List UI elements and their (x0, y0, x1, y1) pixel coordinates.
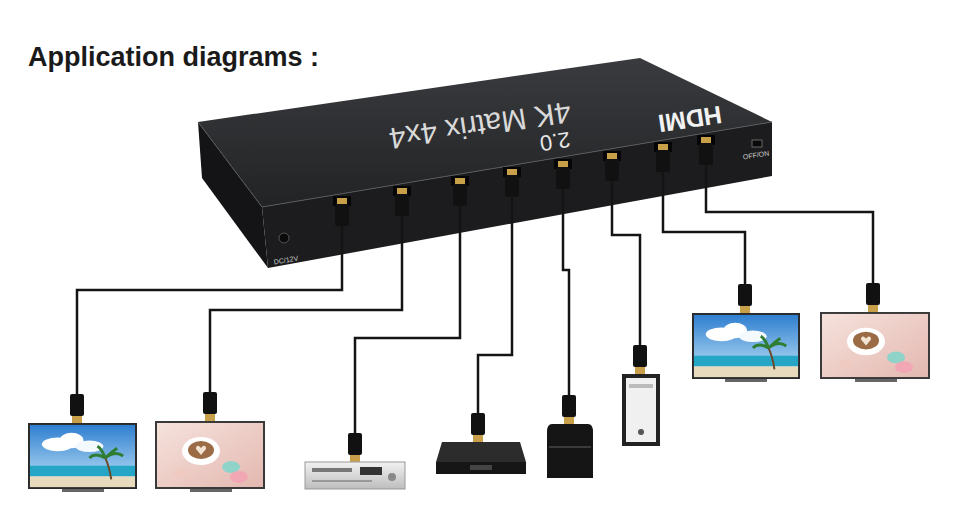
plug-tip (507, 169, 517, 176)
hdmi-plug (699, 143, 713, 165)
hdmi-cable (706, 165, 873, 283)
tv-stand (855, 379, 897, 382)
tv-display (28, 423, 137, 489)
tv-stand (190, 489, 232, 492)
tv-display (820, 312, 930, 379)
plug-tip (701, 137, 711, 144)
power-jack (279, 233, 289, 243)
hdmi-plug (866, 283, 880, 305)
hdmi-plug (70, 394, 84, 416)
port-label: DC/12V (273, 254, 298, 265)
plug-tip (72, 416, 82, 423)
plug-tip (558, 161, 568, 168)
hdmi-cable (210, 216, 402, 392)
hdmi-cable (563, 189, 569, 395)
housing-top (198, 58, 772, 207)
plug-tip (564, 417, 574, 424)
hdmi-plug (203, 392, 217, 414)
hdmi-plug (348, 433, 362, 455)
plug-tip (337, 198, 347, 205)
hdmi-cable (355, 206, 460, 433)
plug-tip (397, 188, 407, 195)
hdmi-cable (478, 197, 512, 413)
set-top-box (436, 442, 526, 474)
switch-label: OFF/ON (742, 149, 769, 160)
power-switch (752, 140, 762, 147)
plug-tip (868, 305, 878, 312)
hdmi-plug (738, 284, 752, 306)
plug-tip (455, 178, 465, 185)
version-label: 2.0 (538, 128, 572, 154)
plug-tip (607, 153, 617, 160)
hdmi-plug (556, 167, 570, 189)
pc-tower (622, 374, 660, 446)
hdmi-plug (453, 184, 467, 206)
hdmi-cables (77, 165, 873, 433)
plug-tip (740, 306, 750, 313)
hdmi-plug (395, 194, 409, 216)
game-console (547, 424, 593, 478)
plug-tip (473, 435, 483, 442)
diagram-title: Application diagrams : (28, 42, 319, 73)
tv-stand (62, 489, 104, 492)
plug-tip (205, 414, 215, 421)
tv-stand (725, 379, 767, 382)
hdmi-plug (562, 395, 576, 417)
plug-tip (635, 367, 645, 374)
hdmi-cable (663, 172, 745, 284)
hdmi-plug (605, 159, 619, 181)
dvd-player (305, 462, 405, 489)
hdmi-plug (335, 204, 349, 226)
hdmi-cable (612, 181, 640, 345)
hdmi-plug (505, 175, 519, 197)
matrix-switch: 4K Matrix 4x4HDMI2.0DC/12VOFF/ON (190, 55, 780, 275)
hdmi-plug (656, 150, 670, 172)
plug-tip (350, 455, 360, 462)
tv-display (155, 421, 265, 489)
tv-display (692, 313, 800, 379)
hdmi-plug (471, 413, 485, 435)
hdmi-plug (633, 345, 647, 367)
plug-tip (658, 144, 668, 151)
brand-logo: HDMI (657, 102, 724, 136)
